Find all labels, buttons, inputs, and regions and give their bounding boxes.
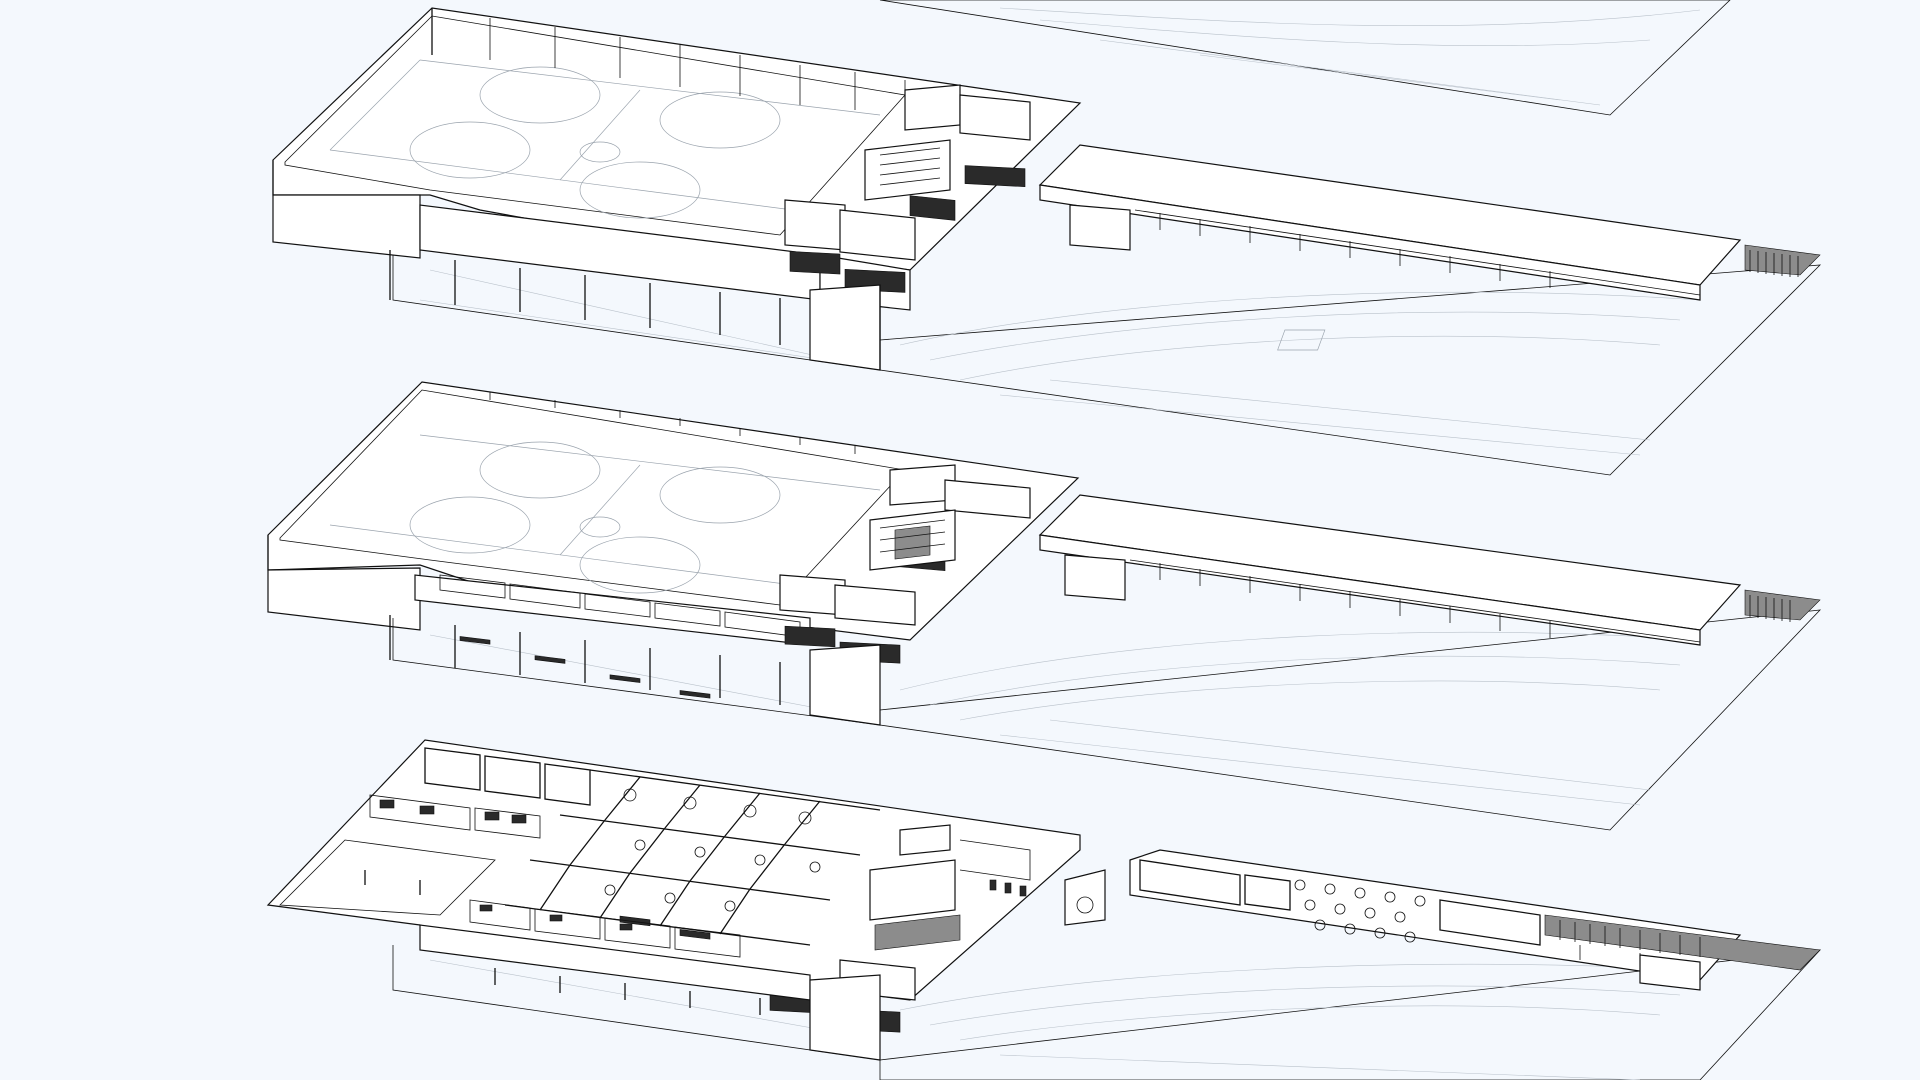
columns-ground [392, 945, 881, 1061]
classrooms-ground [504, 769, 881, 946]
floor-upper [272, 7, 1822, 476]
rooms-ground-topleft [369, 747, 591, 839]
walkway-upper [1038, 144, 1821, 301]
changing-rooms-upper [784, 84, 1031, 293]
dining-wing-ground [1064, 849, 1821, 991]
columns-middle [389, 615, 881, 726]
columns-upper [389, 250, 881, 371]
offices-ground [469, 899, 741, 958]
basketball-court-upper [329, 59, 881, 221]
floor-top-partial [879, 0, 1731, 116]
walkway-middle [1038, 494, 1821, 646]
floor-ground [266, 739, 1822, 1080]
changing-rooms-middle [779, 464, 1031, 664]
floor-middle [267, 381, 1822, 831]
rooms-middle [439, 574, 801, 699]
